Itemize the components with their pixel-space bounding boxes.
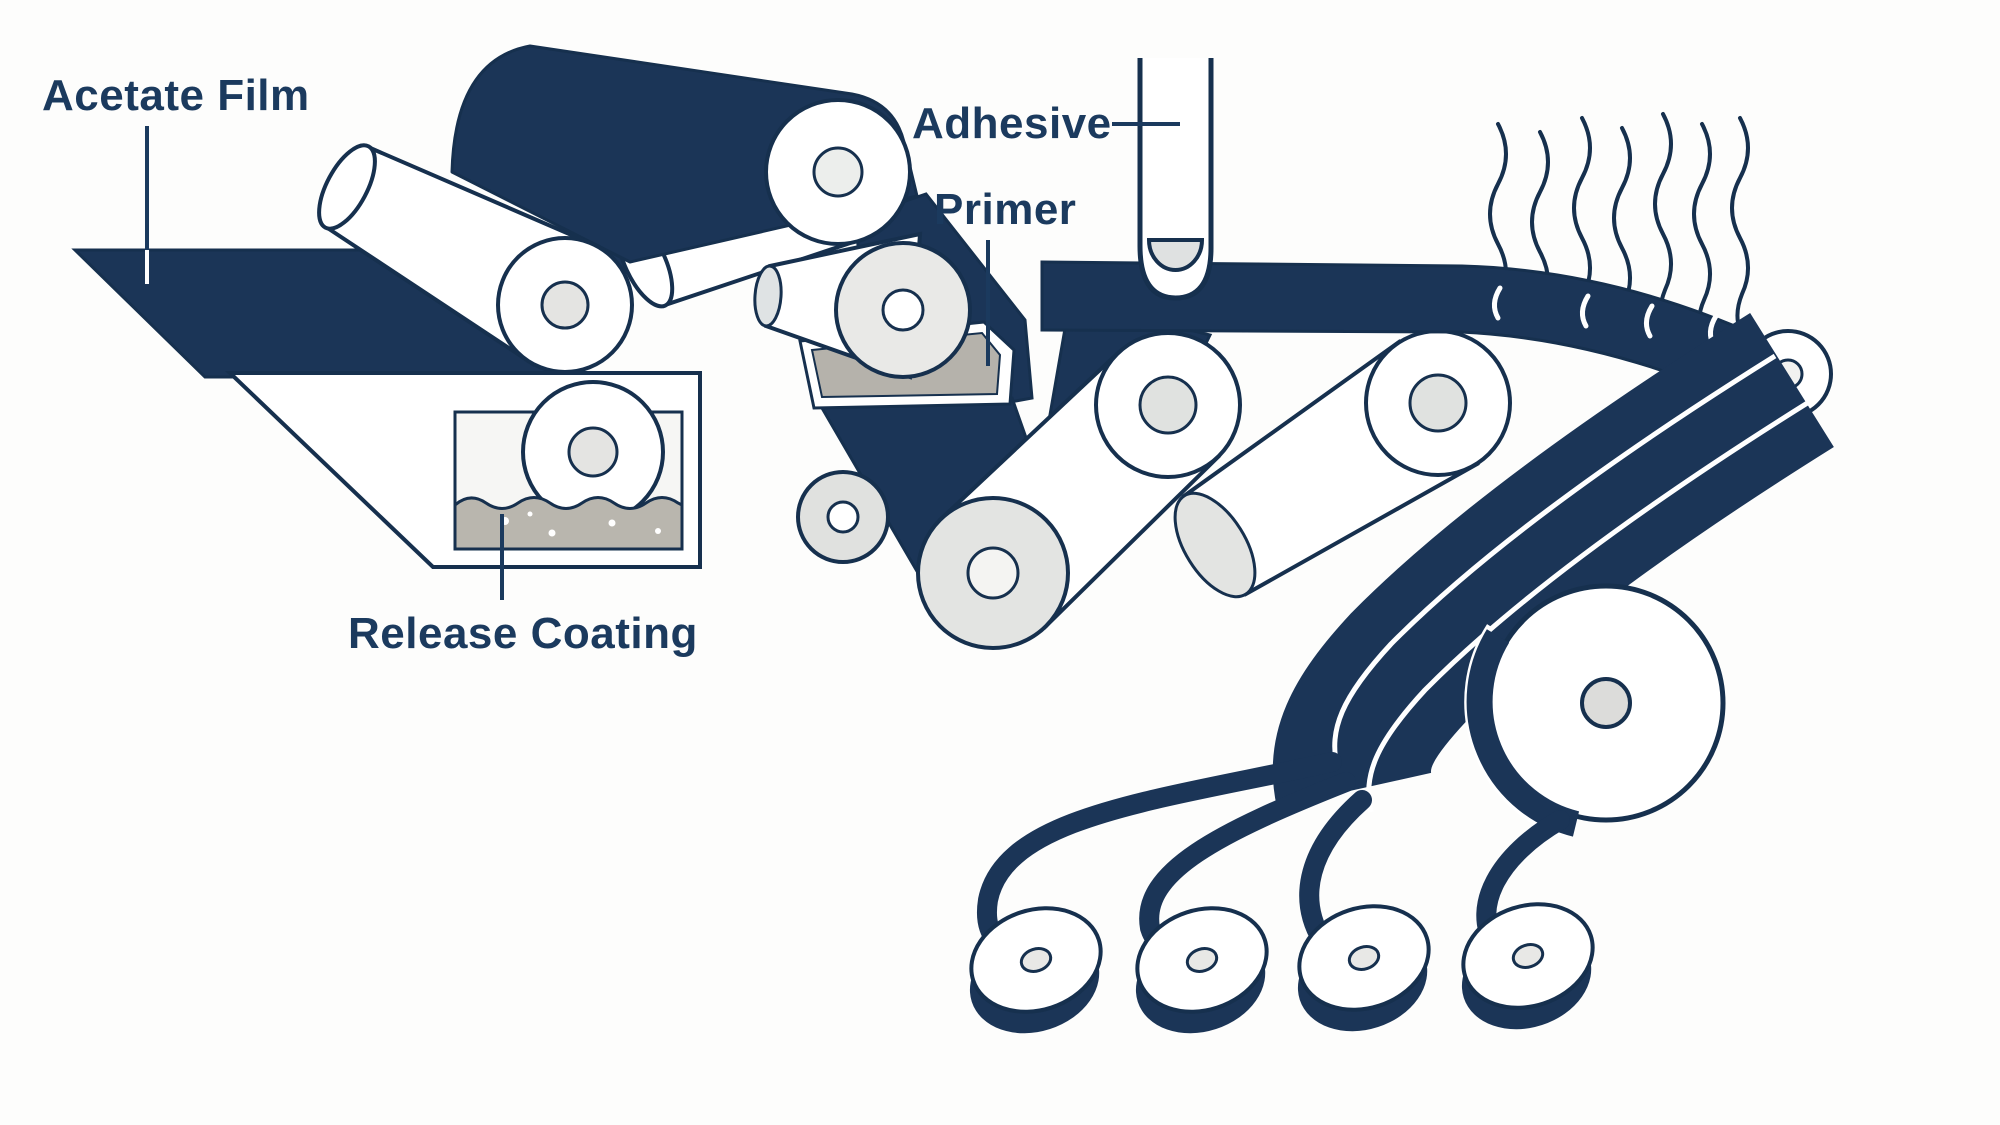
release-coating-label: Release Coating bbox=[348, 609, 698, 658]
dip-roller bbox=[521, 380, 665, 524]
support-roller-2-face bbox=[1364, 329, 1512, 477]
return-web-strips bbox=[1272, 313, 1834, 813]
primer-roller bbox=[753, 231, 972, 380]
support-roller-1-face bbox=[1094, 331, 1242, 479]
guide-roller bbox=[796, 470, 890, 564]
product-roll-4 bbox=[1461, 902, 1595, 1030]
product-roll-1 bbox=[969, 906, 1103, 1034]
product-roll-2 bbox=[1135, 906, 1269, 1034]
steam-lines-icon bbox=[1488, 112, 1750, 334]
leader-lines bbox=[145, 122, 1180, 600]
adhesive-applicator bbox=[1137, 58, 1214, 301]
product-roll-3 bbox=[1297, 904, 1431, 1032]
top-roller bbox=[764, 98, 912, 246]
windup-roll bbox=[1464, 583, 1726, 840]
feed-roller bbox=[317, 143, 634, 374]
adhesive-liquid bbox=[1146, 238, 1205, 272]
acetate-film-label: Acetate Film bbox=[42, 71, 310, 120]
adhesive-label: Adhesive bbox=[912, 99, 1112, 148]
primer-label: Primer bbox=[934, 185, 1076, 234]
